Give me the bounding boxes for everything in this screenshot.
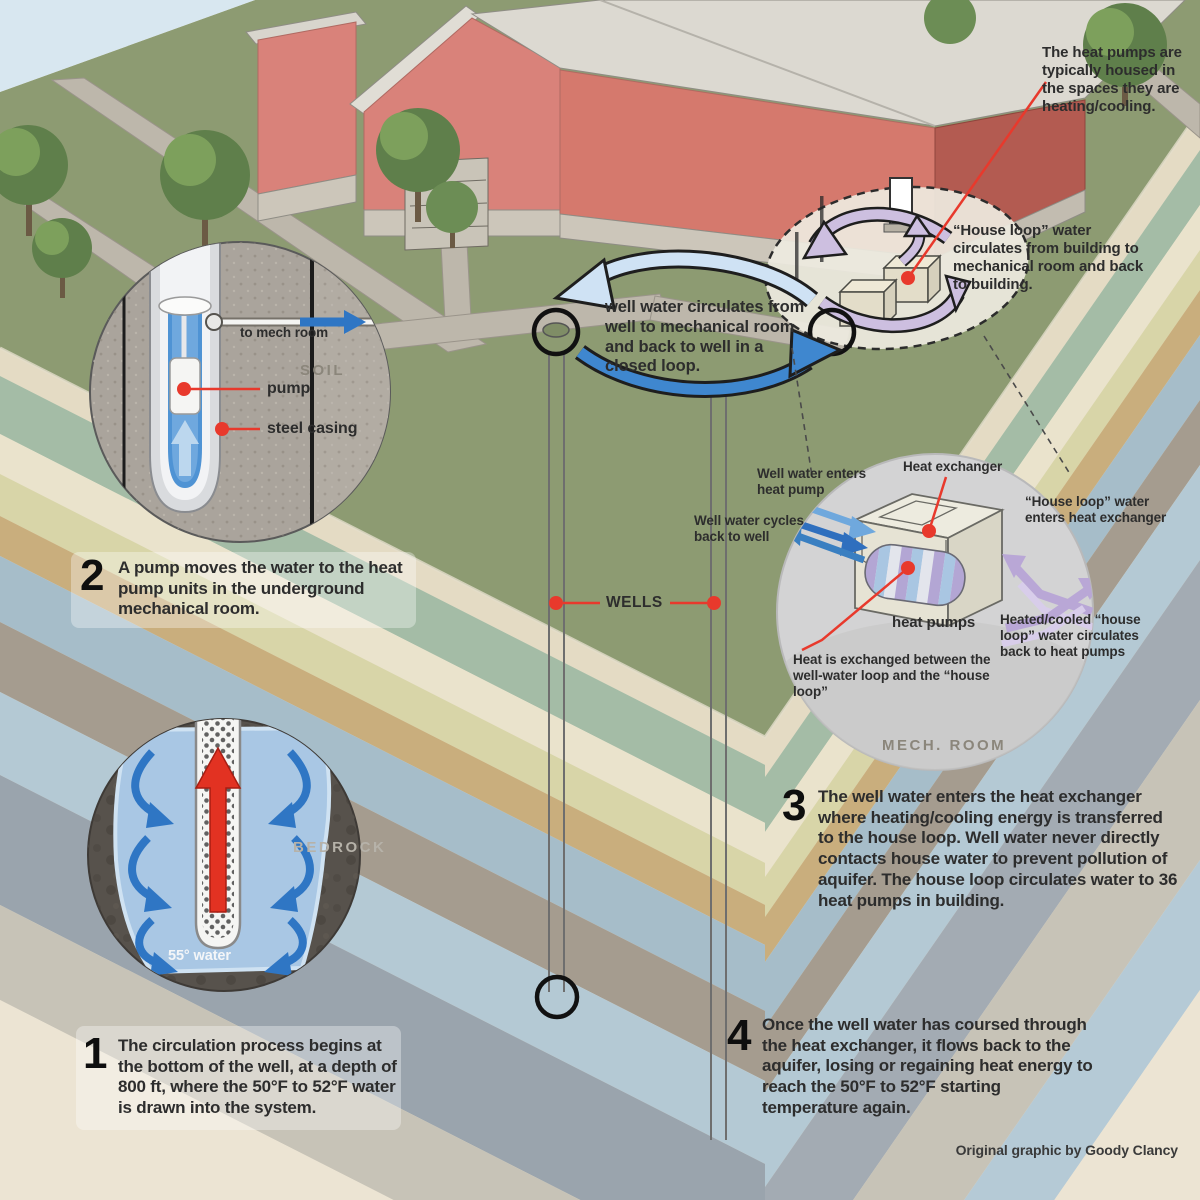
label-house-loop-enters: “House loop” water enters heat exchanger [1025, 494, 1167, 525]
step1-haze [76, 1026, 401, 1130]
label-pump: pump [267, 380, 311, 397]
step4-text: Once the well water has coursed through … [762, 1015, 1093, 1117]
well-bottom-marker [534, 974, 580, 1020]
mech-room-inset [776, 453, 1094, 771]
house-loop-exchange-arrows [1001, 554, 1093, 648]
inflow-arrowheads [144, 802, 298, 976]
step2-number: 2 [80, 551, 105, 600]
label-soil: SOIL [300, 362, 346, 379]
label-heat-exchanged: Heat is exchanged between the well-water… [793, 652, 991, 699]
trees [0, 0, 1167, 298]
section-connectors [791, 335, 1071, 477]
label-heat-pumps: heat pumps [892, 614, 976, 631]
label-mech-room: MECH. ROOM [882, 737, 1007, 754]
note-house-loop: “House loop” water circulates from build… [953, 222, 1144, 293]
note-well-loop: well water circulates from well to mecha… [605, 298, 805, 376]
step1-text: The circulation process begins at the bo… [118, 1036, 397, 1118]
bedrock-inset [87, 718, 361, 992]
label-well-water-cycles: Well water cycles back to well [694, 513, 804, 544]
heat-pump-coil [861, 541, 969, 609]
label-well-water-enters: Well water enters heat pump [757, 466, 867, 497]
label-wells: WELLS [606, 594, 663, 611]
water-up-arrow [171, 420, 199, 476]
sky [0, 0, 255, 92]
label-heat-exchanger: Heat exchanger [903, 459, 1003, 474]
label-heated-cooled: Heated/cooled “house loop” water circula… [1000, 612, 1141, 659]
mech-callout-lines [801, 476, 948, 652]
label-water-temp: 55° water [168, 948, 231, 964]
credit-line: Original graphic by Goody Clancy [955, 1142, 1179, 1158]
well-loop-arrows [552, 249, 844, 398]
step2-text: A pump moves the water to the heat pump … [118, 558, 403, 619]
step1-number: 1 [83, 1029, 108, 1078]
step3-number: 3 [782, 781, 807, 830]
wellhead-left [531, 307, 581, 357]
step4-number: 4 [727, 1011, 752, 1060]
step3-text: The well water enters the heat exchanger… [818, 787, 1178, 910]
step2-haze [70, 552, 416, 628]
label-to-mech-room: to mech room [240, 325, 329, 340]
red-leader-lines [563, 81, 1048, 605]
pump-detail-inset [89, 241, 391, 543]
label-bedrock: BEDROCK [293, 839, 387, 856]
label-steel-casing: steel casing [267, 420, 358, 437]
note-heat-pumps-housed: The heat pumps are typically housed in t… [1042, 44, 1182, 115]
warm-water-up-arrow [194, 746, 242, 913]
